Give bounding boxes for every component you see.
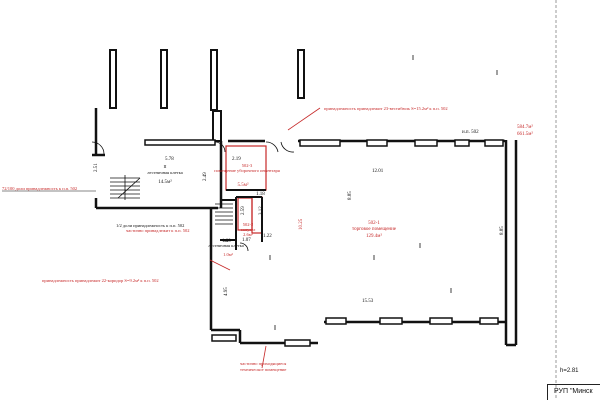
shop-area: 129.4м² [366,233,382,239]
note-share-left: 72/100 доли принадлежность к п.п. 502 [2,186,77,191]
stair-a-name: лестничная клетка [147,170,183,175]
storage-label: 502-3 [242,163,253,168]
pillar [212,110,222,142]
note-half-share: 1/2 доли принадлежность к п.п. 502 [116,223,184,228]
note-top: принадлежность принадлежит 23-вестибюль … [324,106,448,111]
note-corridor: принадлежность принадлежит 22-коридор S=… [42,278,159,283]
dim-312: 3.12 [259,206,264,215]
stair-a-area: 14.5м² [158,179,172,185]
dim-578: 5.78 [165,157,174,162]
note-bottom-1: частично приходящиеся [240,361,286,366]
dim-259: 2.59 [241,206,246,215]
top-pillars [109,49,305,142]
pillar [109,49,117,109]
stair-steps [110,175,141,200]
stair-a-walls [92,108,223,210]
dim-251: 2.51 [94,163,99,172]
dim-118: 1.18 [256,192,265,197]
tick-marks [269,55,498,330]
pillar [210,49,218,111]
pillar [160,49,168,109]
note-bottom-2: техническое помещение [240,367,286,372]
dim-249: 2.49 [203,172,208,181]
dim-100: 1.00 [222,239,231,244]
dim-1025: 10.25 [299,218,304,230]
stair-b-area: 1.0м² [223,252,233,257]
shop-label: 502-1 [368,221,380,226]
height-label: h=2.81 [560,368,579,374]
wc-name: санузел [241,227,256,232]
stair-b-label: XI [224,238,229,243]
pillar [297,49,305,99]
storage-name: помещение уборочного инвентаря [214,168,280,173]
storage-area: 5.5м² [238,182,249,188]
wc-label: 502-2 [243,222,254,227]
shop-name: торговое помещение [352,227,397,232]
summary-ip: и.п. 502 [462,130,479,135]
dim-885b: 8.85 [500,226,505,235]
title-stamp: РУП "Минск [547,384,600,400]
summary-area-2: 661.5м² [517,131,533,137]
note-partial: частично принадлежит к п.п. 502 [126,228,190,233]
stair-b-name: лестничная клетка [208,243,244,248]
dim-107: 1.07 [242,238,251,243]
wc-area: 2.6м² [243,232,253,237]
dim-495: 4.95 [224,287,229,296]
dim-1201: 12.01 [372,169,384,174]
dim-1553: 15.53 [362,299,374,304]
stair-b-steps [215,203,233,225]
stair-a-label: II [164,164,167,169]
dim-885a: 8.85 [348,191,353,200]
small-rooms [220,189,266,250]
windows [211,139,504,347]
door-arcs [91,141,295,252]
summary-area-1: 584.7м² [517,124,533,130]
leader-lines [209,107,321,369]
dim-219: 2.19 [232,157,241,162]
dim-122: 1.22 [263,234,272,239]
